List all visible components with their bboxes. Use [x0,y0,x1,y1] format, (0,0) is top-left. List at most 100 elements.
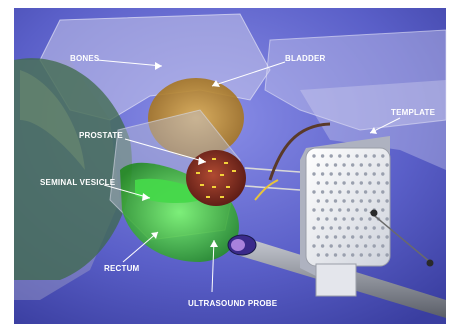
template-hole [338,172,341,175]
template-hole [364,154,367,157]
template-hole [355,244,358,247]
template-hole [360,235,363,238]
label-ultrasound-probe: ULTRASOUND PROBE [188,299,278,308]
template-hole [321,154,324,157]
template-hole [373,172,376,175]
template-hole [312,190,315,193]
template-hole [312,244,315,247]
template-hole [347,172,350,175]
template-hole [385,217,388,220]
template-hole [321,172,324,175]
template-hole [347,190,350,193]
template-hole [368,199,371,202]
template-hole [385,199,388,202]
template-hole [351,235,354,238]
template-hole [355,190,358,193]
template-hole [317,253,320,256]
template-hole [355,208,358,211]
template-hole [360,253,363,256]
template-hole [325,253,328,256]
template-hole [312,226,315,229]
template-hole [342,181,345,184]
template-hole [385,181,388,184]
template-hole [351,253,354,256]
template-hole [368,217,371,220]
template-hole [364,208,367,211]
template-hole [377,163,380,166]
template-hole [381,208,384,211]
template-hole [325,217,328,220]
template-hole [360,163,363,166]
template-hole [385,235,388,238]
template-hole [330,172,333,175]
template-hole [321,190,324,193]
template-hole [364,244,367,247]
template-hole [325,181,328,184]
template-hole [312,154,315,157]
template-hole [368,181,371,184]
template-hole [355,172,358,175]
template-hole [347,226,350,229]
template-hole [317,163,320,166]
template-hole [321,244,324,247]
template-hole [334,235,337,238]
template-hole [377,253,380,256]
template-hole [338,208,341,211]
template-hole [338,190,341,193]
template-hole [338,244,341,247]
label-bones: BONES [70,54,100,63]
template-hole [334,181,337,184]
template-hole [351,199,354,202]
template-hole [381,226,384,229]
template-hole [330,244,333,247]
template-hole [368,235,371,238]
template-hole [325,199,328,202]
label-template: TEMPLATE [391,108,436,117]
template-hole [325,163,328,166]
template-hole [364,190,367,193]
template-hole [347,154,350,157]
label-bladder: BLADDER [285,54,326,63]
template-hole [381,172,384,175]
template-hole [364,226,367,229]
template-hole [373,226,376,229]
template-hole [334,253,337,256]
template-hole [317,181,320,184]
template-hole [355,226,358,229]
template-hole [385,163,388,166]
template-hole [368,253,371,256]
template-hole [317,217,320,220]
template-hole [381,244,384,247]
template-hole [373,244,376,247]
template-hole [385,253,388,256]
label-rectum: RECTUM [104,264,140,273]
template-hole [381,190,384,193]
template-hole [373,154,376,157]
template-hole [334,163,337,166]
template-hole [334,199,337,202]
template-hole [373,190,376,193]
template-hole [377,199,380,202]
label-seminal-vesicle: SEMINAL VESICLE [40,178,116,187]
template-hole [360,199,363,202]
template-hole [317,199,320,202]
template-hole [334,217,337,220]
template-hole [342,235,345,238]
template-hole [330,154,333,157]
template-hole [321,226,324,229]
template-hole [381,154,384,157]
template-hole [347,208,350,211]
template-hole [364,172,367,175]
template-hole [360,181,363,184]
template-hole [330,208,333,211]
label-prostate: PROSTATE [79,131,123,140]
template-hole [351,181,354,184]
template-hole [351,163,354,166]
template-hole [355,154,358,157]
template-hole [321,208,324,211]
template-hole [351,217,354,220]
template-hole [342,253,345,256]
template-hole [342,199,345,202]
template-hole [377,181,380,184]
